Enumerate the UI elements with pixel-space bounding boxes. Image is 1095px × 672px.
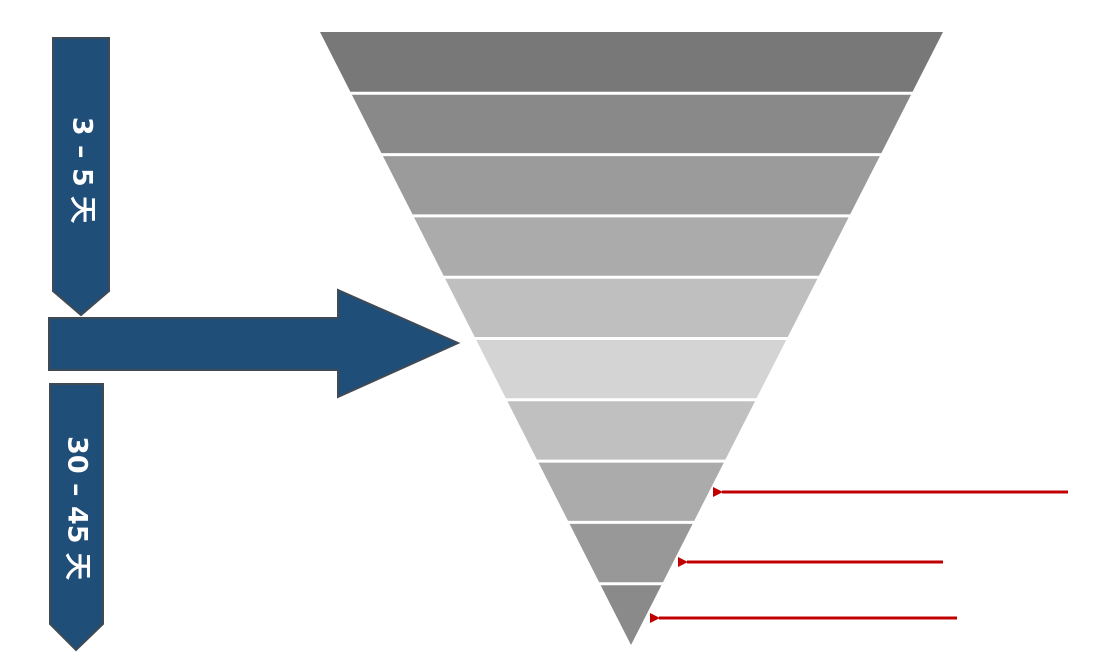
funnel-layer-2 bbox=[351, 93, 912, 155]
pointer-arrows bbox=[650, 487, 1068, 623]
funnel-layer-3 bbox=[382, 154, 881, 216]
funnel-layer-7 bbox=[506, 399, 756, 462]
timeline-arrows: 3 – 5 天 30 – 45 天 bbox=[48, 37, 461, 652]
bottom-duration-arrow bbox=[49, 383, 104, 652]
funnel-layer-9 bbox=[568, 522, 694, 584]
funnel-layer-6 bbox=[475, 338, 787, 400]
funnel-layer-5 bbox=[444, 277, 819, 339]
main-right-arrow bbox=[48, 288, 461, 399]
top-duration-label: 3 – 5 天 bbox=[67, 117, 98, 223]
bottom-duration-label: 30 – 45 天 bbox=[62, 436, 93, 580]
funnel-layer-8 bbox=[537, 461, 725, 523]
funnel-layers bbox=[320, 32, 943, 645]
funnel-layer-1 bbox=[320, 32, 943, 94]
top-duration-arrow bbox=[52, 37, 110, 317]
funnel-layer-10 bbox=[599, 583, 663, 645]
funnel-layer-4 bbox=[413, 215, 850, 278]
